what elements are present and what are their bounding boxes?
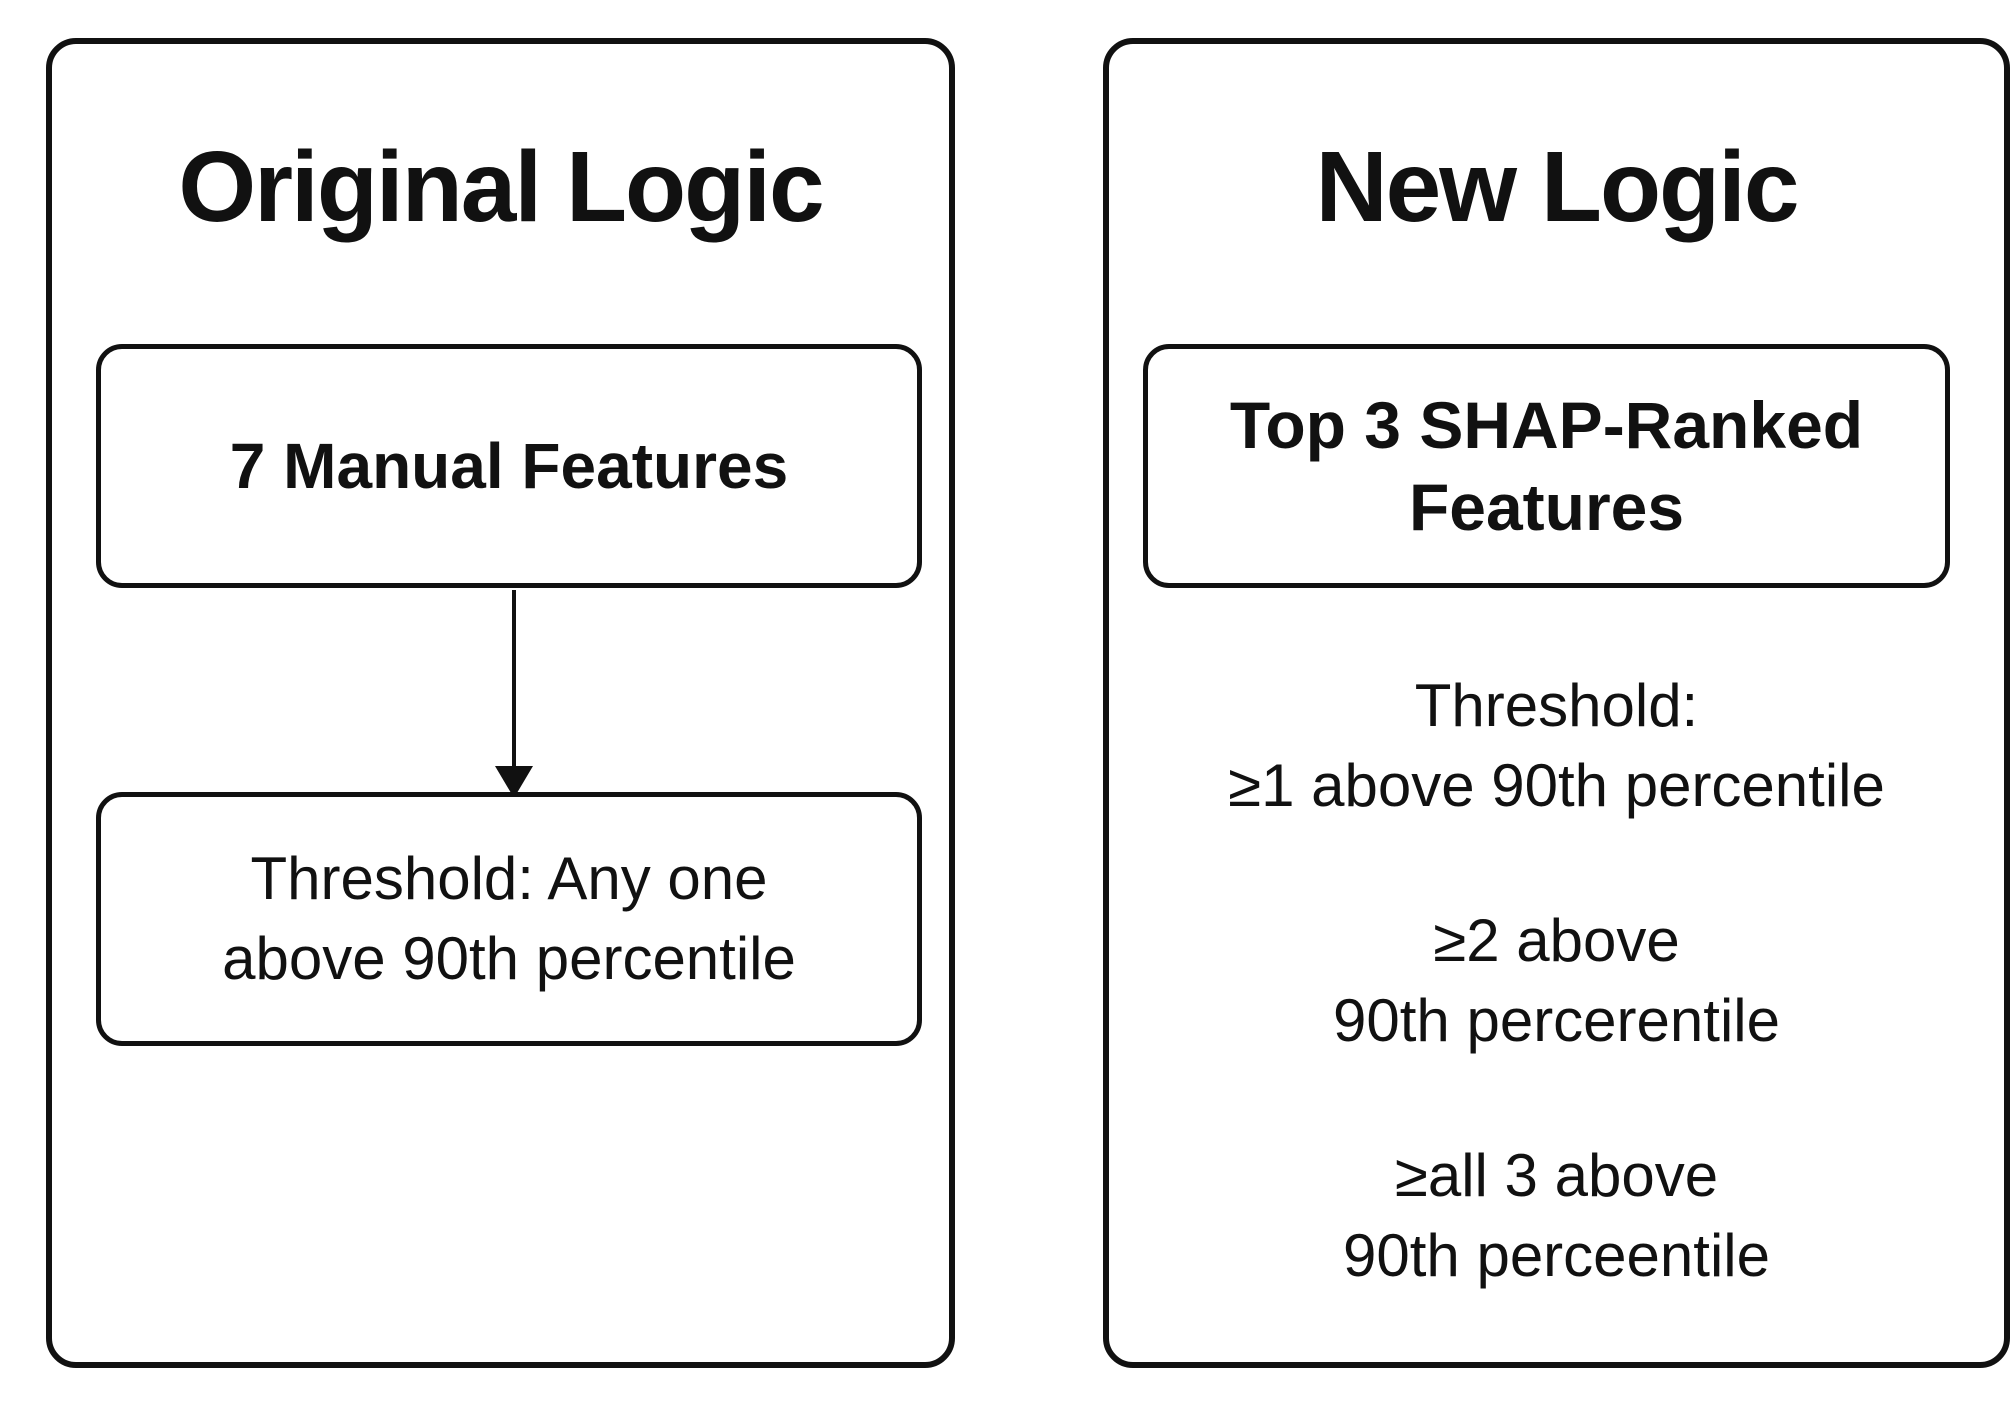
threshold-option-3-line2: 90th perceentile <box>1343 1222 1770 1289</box>
flow-arrow-line <box>512 590 516 768</box>
original-threshold-line2: above 90th percentile <box>222 925 796 992</box>
new-logic-title: New Logic <box>1315 131 1799 243</box>
threshold-option-2: ≥2 above 90th percerentile <box>1109 901 2004 1061</box>
new-logic-panel: New Logic Top 3 SHAP-Ranked Features Thr… <box>1103 38 2010 1368</box>
threshold-option-2-line2: 90th percerentile <box>1333 987 1780 1054</box>
original-logic-panel: Original Logic 7 Manual Features Thresho… <box>46 38 955 1368</box>
shap-features-line2: Features <box>1408 470 1685 544</box>
threshold-option-1-line1: Threshold: <box>1414 672 1699 739</box>
threshold-option-3: ≥all 3 above 90th perceentile <box>1109 1136 2004 1296</box>
original-logic-title: Original Logic <box>178 131 824 243</box>
threshold-option-1-line2: ≥1 above 90th percentile <box>1228 752 1885 819</box>
threshold-option-3-line1: ≥all 3 above <box>1394 1142 1719 1209</box>
shap-features-box: Top 3 SHAP-Ranked Features <box>1143 344 1950 588</box>
manual-features-label: 7 Manual Features <box>229 430 789 502</box>
shap-features-line1: Top 3 SHAP-Ranked <box>1229 387 1864 462</box>
threshold-option-2-line1: ≥2 above <box>1433 907 1680 974</box>
threshold-option-1: Threshold: ≥1 above 90th percentile <box>1109 666 2004 826</box>
original-threshold-box: Threshold: Any one above 90th percentile <box>96 792 922 1046</box>
manual-features-box: 7 Manual Features <box>96 344 922 588</box>
original-threshold-line1: Threshold: Any one <box>250 845 768 913</box>
